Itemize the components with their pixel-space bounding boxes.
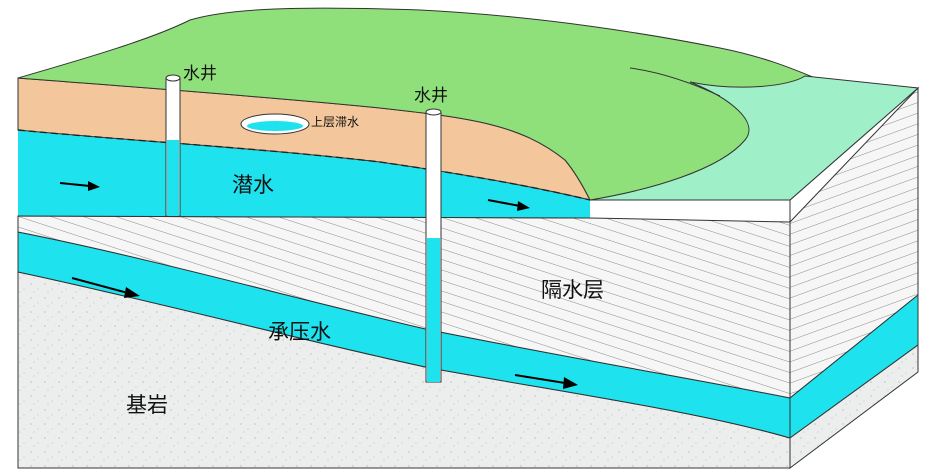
bedrock-label: 基岩 bbox=[126, 393, 168, 417]
ground-surface-front bbox=[589, 75, 920, 201]
flow-arrow-icon bbox=[59, 181, 100, 191]
flow-arrow-icon bbox=[487, 199, 530, 211]
perched-water-label: 上层滞水 bbox=[311, 115, 360, 129]
phreatic-aquifer bbox=[18, 130, 590, 218]
flow-arrow-icon bbox=[514, 374, 578, 389]
well-1-label: 水井 bbox=[183, 64, 217, 84]
well-2-label: 水井 bbox=[414, 86, 448, 106]
phreatic-water-label: 潜水 bbox=[232, 173, 274, 197]
water-table-line bbox=[17, 129, 591, 201]
flow-arrow-icon bbox=[71, 277, 140, 298]
confined-water-label: 承压水 bbox=[268, 320, 331, 344]
aquiclude-label: 隔水层 bbox=[541, 278, 604, 302]
ground-surface bbox=[17, 7, 920, 201]
bedrock-side bbox=[789, 344, 919, 469]
